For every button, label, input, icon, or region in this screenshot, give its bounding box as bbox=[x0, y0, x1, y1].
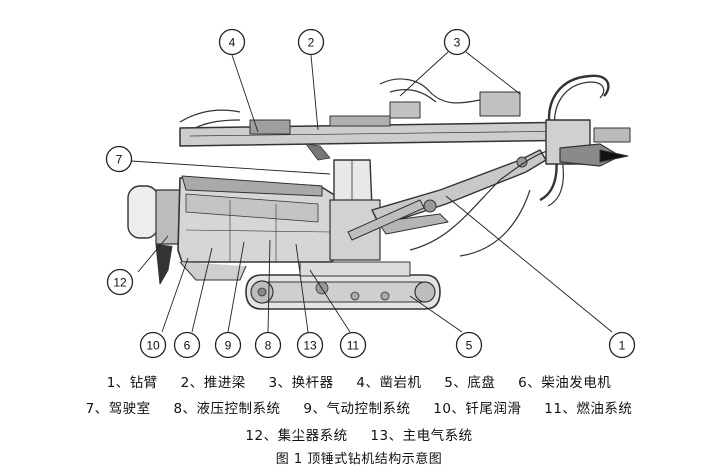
callout-11: 11 bbox=[339, 331, 367, 359]
callout-4-label: 4 bbox=[229, 36, 236, 50]
legend-item: 11、燃油系统 bbox=[544, 401, 633, 417]
callout-7: 7 bbox=[105, 145, 133, 173]
callout-1: 1 bbox=[608, 331, 636, 359]
callout-12: 12 bbox=[106, 268, 134, 296]
figure-title: 图 1 顶锤式钻机结构示意图 bbox=[275, 452, 443, 467]
power-pack-body bbox=[177, 175, 337, 281]
legend-item: 4、凿岩机 bbox=[356, 375, 422, 391]
legend-item: 13、主电气系统 bbox=[370, 428, 473, 444]
legend-row-2: 7、驾驶室 8、液压控制系统 9、气动控制系统 10、钎尾润滑 11、燃油系统 bbox=[0, 397, 718, 417]
leader-lines bbox=[130, 51, 613, 333]
callout-2: 2 bbox=[297, 28, 325, 56]
crawler-track bbox=[245, 261, 441, 310]
callout-11-label: 11 bbox=[347, 339, 360, 353]
callout-10: 10 bbox=[139, 331, 167, 359]
legend-item: 5、底盘 bbox=[444, 375, 496, 391]
callout-3: 3 bbox=[443, 28, 471, 56]
legend-item: 7、驾驶室 bbox=[85, 401, 151, 417]
callout-3-label: 3 bbox=[454, 36, 461, 50]
boom-arm bbox=[347, 149, 547, 241]
callout-9-label: 9 bbox=[225, 339, 232, 353]
callout-10-label: 10 bbox=[146, 339, 160, 353]
callout-6-label: 6 bbox=[184, 339, 191, 353]
callout-2-label: 2 bbox=[308, 36, 315, 50]
legend-item: 10、钎尾润滑 bbox=[433, 401, 522, 417]
legend-item: 12、集尘器系统 bbox=[245, 428, 348, 444]
callout-12-label: 12 bbox=[113, 276, 127, 290]
legend-item: 6、柴油发电机 bbox=[518, 375, 612, 391]
legend-row-1: 1、钻臂 2、推进梁 3、换杆器 4、凿岩机 5、底盘 6、柴油发电机 bbox=[0, 371, 718, 391]
callout-9: 9 bbox=[214, 331, 242, 359]
callout-5-label: 5 bbox=[466, 339, 473, 353]
callout-8-label: 8 bbox=[265, 339, 272, 353]
callout-13-label: 13 bbox=[303, 339, 317, 353]
legend-item: 1、钻臂 bbox=[106, 375, 158, 391]
feed-beam bbox=[179, 91, 589, 161]
legend-item: 9、气动控制系统 bbox=[303, 401, 411, 417]
callout-13: 13 bbox=[296, 331, 324, 359]
callout-6: 6 bbox=[173, 331, 201, 359]
dust-collector-tank bbox=[127, 185, 181, 285]
callout-4: 4 bbox=[218, 28, 246, 56]
legend-item: 2、推进梁 bbox=[180, 375, 246, 391]
callout-5: 5 bbox=[455, 331, 483, 359]
legend-row-3: 12、集尘器系统 13、主电气系统 bbox=[0, 424, 718, 444]
legend-item: 3、换杆器 bbox=[268, 375, 334, 391]
callout-8: 8 bbox=[254, 331, 282, 359]
drill-rig-diagram: 1 2 3 4 5 6 7 8 9 10 11 12 bbox=[105, 28, 636, 359]
drill-rig-illustration bbox=[127, 74, 631, 310]
drill-head bbox=[545, 119, 631, 167]
callout-7-label: 7 bbox=[116, 153, 123, 167]
callout-1-label: 1 bbox=[619, 339, 626, 353]
legend-item: 8、液压控制系统 bbox=[173, 401, 281, 417]
